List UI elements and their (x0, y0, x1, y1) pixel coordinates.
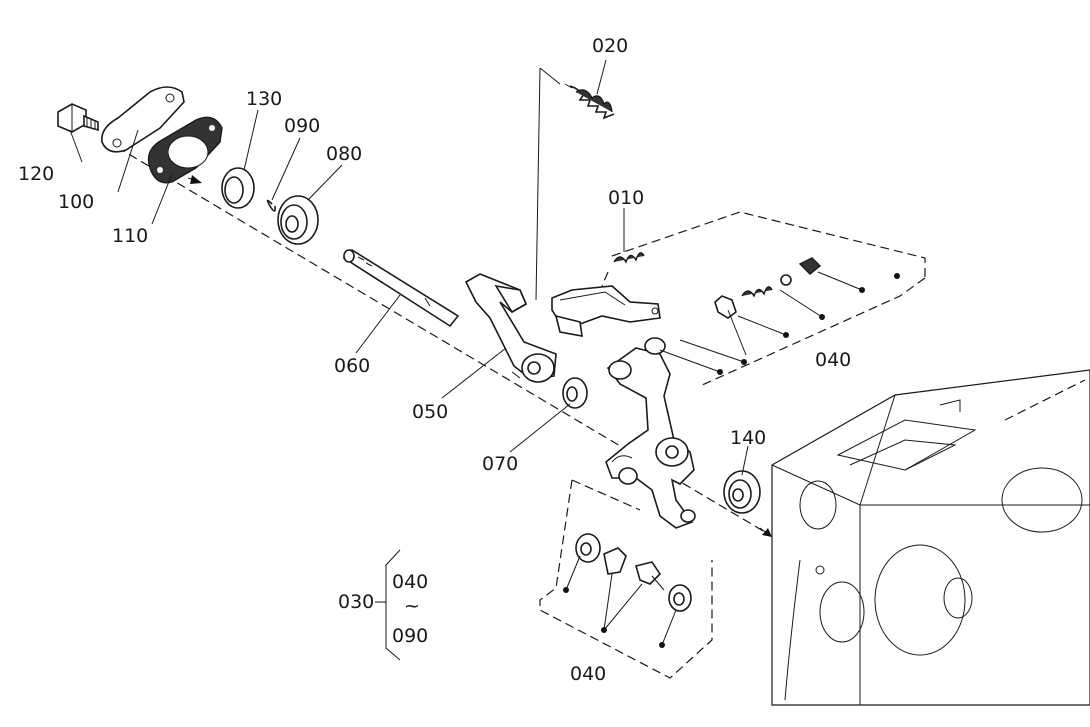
label-060: 060 (334, 355, 370, 377)
label-130: 130 (246, 88, 282, 110)
part-120-bolt (57, 103, 99, 133)
part-governor-fork-lever (605, 337, 696, 529)
part-010-spring (613, 252, 645, 264)
part-130-oil-seal (221, 167, 255, 209)
label-040-bottom: 040 (570, 663, 606, 685)
label-070: 070 (482, 453, 518, 475)
label-140: 140 (730, 427, 766, 449)
label-080: 080 (326, 143, 362, 165)
label-090: 090 (284, 115, 320, 137)
engine-block (771, 369, 1090, 706)
part-050-lever (464, 273, 557, 383)
part-110-gasket (147, 116, 223, 184)
label-020: 020 (592, 35, 628, 57)
part-140-bearing (723, 470, 761, 514)
assembly-note: 030 040 ~ 090 (338, 549, 428, 661)
label-120: 120 (18, 163, 54, 185)
assembly-range-separator: ~ (404, 595, 420, 617)
label-110: 110 (112, 225, 148, 247)
leader-lines (69, 59, 749, 476)
part-090-snap-ring (266, 199, 276, 212)
assembly-range-end: 090 (392, 625, 428, 647)
assembly-group-label: 030 (338, 591, 374, 613)
label-100: 100 (58, 191, 94, 213)
label-040-right: 040 (815, 349, 851, 371)
part-040-right-group (714, 257, 822, 319)
part-100-cover-plate (101, 86, 185, 153)
label-050: 050 (412, 401, 448, 423)
part-080-bearing (277, 195, 319, 245)
label-010: 010 (608, 187, 644, 209)
part-020-spring (564, 83, 615, 120)
part-060-shaft (342, 248, 460, 328)
assembly-range-start: 040 (392, 571, 428, 593)
part-speed-control-plate (551, 285, 661, 337)
part-070-washer (562, 377, 588, 409)
part-040-bottom-group (575, 533, 692, 612)
